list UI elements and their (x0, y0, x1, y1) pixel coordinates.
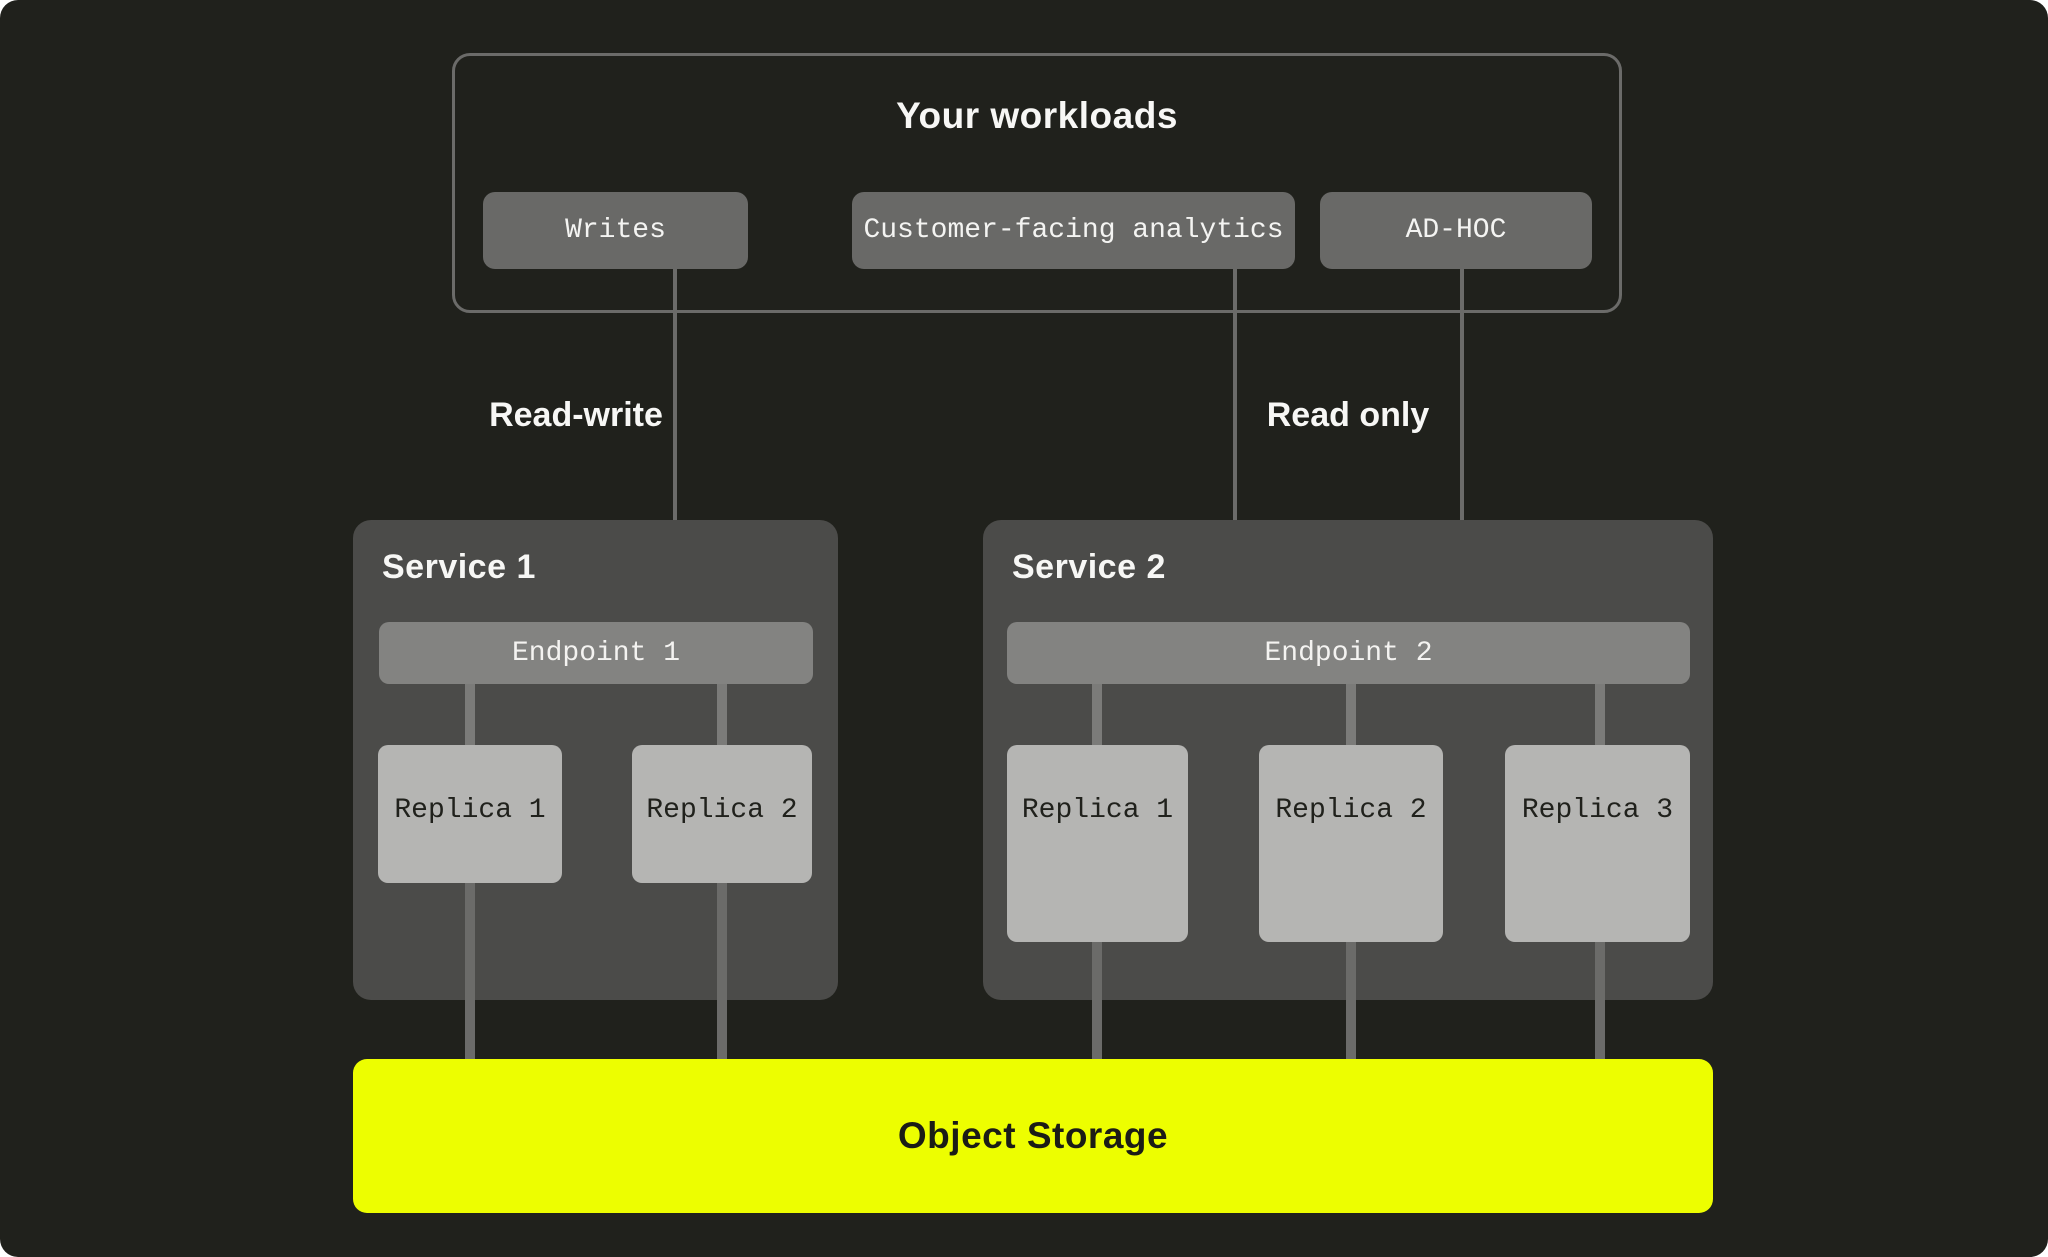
service-1-title: Service 1 (382, 548, 536, 586)
connector-endpoint2-replica2 (1346, 684, 1356, 745)
connector-endpoint2-replica3 (1595, 684, 1605, 745)
object-storage-label: Object Storage (897, 1115, 1169, 1156)
connector-replica3-storage (1092, 942, 1102, 1059)
label-read-only: Read only (1266, 396, 1430, 434)
endpoint-label: Endpoint 1 (511, 637, 681, 669)
replica-label: Replica 1 (394, 795, 546, 826)
edge-writes-to-endpoint1 (673, 269, 677, 587)
edge-analytics-to-endpoint2 (1233, 269, 1237, 587)
service-1-replica-1: Replica 1 (378, 745, 562, 883)
workload-chip-writes: Writes (483, 192, 748, 269)
service-1-endpoint: Endpoint 1 (379, 622, 813, 684)
connector-replica5-storage (1595, 942, 1605, 1059)
label-read-write: Read-write (489, 396, 663, 434)
workload-chip-analytics: Customer-facing analytics (852, 192, 1295, 269)
connector-endpoint1-replica2 (717, 684, 727, 745)
connector-endpoint2-replica1 (1092, 684, 1102, 745)
service-2-replica-1: Replica 1 (1007, 745, 1188, 942)
replica-label: Replica 3 (1521, 795, 1674, 826)
connector-replica2-storage (717, 883, 727, 1059)
replica-label: Replica 1 (1021, 795, 1174, 826)
edge-adhoc-to-endpoint2 (1460, 269, 1464, 587)
replica-label: Replica 2 (1275, 795, 1427, 826)
connector-replica4-storage (1346, 942, 1356, 1059)
replica-label: Replica 2 (646, 795, 798, 826)
workload-chip-label: AD-HOC (1405, 215, 1507, 246)
workload-chip-label: Writes (565, 215, 666, 246)
connector-endpoint1-replica1 (465, 684, 475, 745)
workloads-group (452, 53, 1622, 313)
workload-chip-label: Customer-facing analytics (863, 215, 1284, 246)
service-2-replica-2: Replica 2 (1259, 745, 1443, 942)
workload-chip-adhoc: AD-HOC (1320, 192, 1592, 269)
service-1-replica-2: Replica 2 (632, 745, 812, 883)
service-2-title: Service 2 (1012, 548, 1166, 586)
object-storage-bar: Object Storage (353, 1059, 1713, 1213)
connector-replica1-storage (465, 883, 475, 1059)
workloads-title: Your workloads (896, 95, 1178, 136)
service-2-replica-3: Replica 3 (1505, 745, 1690, 942)
endpoint-label: Endpoint 2 (1264, 637, 1433, 669)
service-2-endpoint: Endpoint 2 (1007, 622, 1690, 684)
